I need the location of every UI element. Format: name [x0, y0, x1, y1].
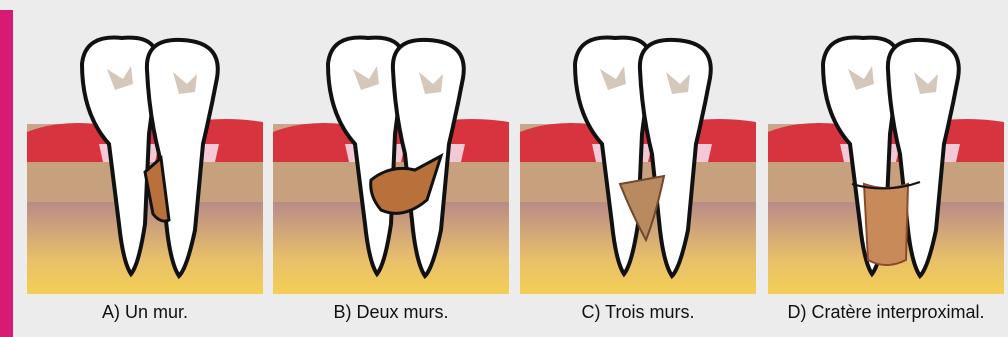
panel-d-illustration: [768, 24, 1004, 294]
caption-c: C) Trois murs.: [520, 297, 756, 327]
panel-a-illustration: [27, 24, 263, 294]
panel-c-illustration: [520, 24, 756, 294]
caption-b: B) Deux murs.: [273, 297, 509, 327]
two-wall-defect-diagram: [273, 24, 509, 294]
three-wall-defect-diagram: [520, 24, 756, 294]
caption-a: A) Un mur.: [27, 297, 263, 327]
panel-b-illustration: [273, 24, 509, 294]
crater-defect: [864, 184, 908, 265]
interproximal-crater-diagram: [768, 24, 1004, 294]
caption-d: D) Cratère interproximal.: [768, 297, 1004, 327]
accent-bar: [0, 10, 13, 337]
one-wall-defect-diagram: [27, 24, 263, 294]
